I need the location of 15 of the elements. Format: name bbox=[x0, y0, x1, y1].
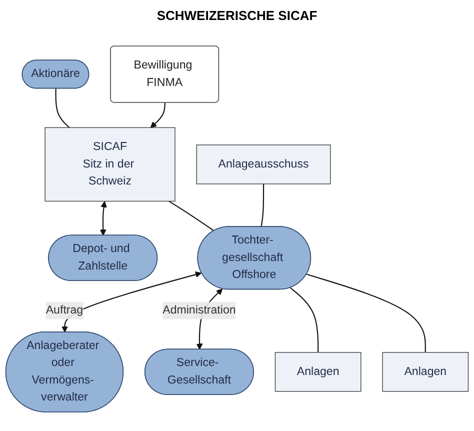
node-box: SICAF Sitz in der Schweiz bbox=[44, 127, 176, 202]
arrow bbox=[62, 271, 202, 332]
edge-label: Administration bbox=[162, 304, 236, 316]
node-box: Anlagen bbox=[274, 352, 362, 392]
arrow bbox=[150, 102, 166, 128]
edge-label: Auftrag bbox=[46, 304, 84, 316]
arrow bbox=[100, 201, 107, 236]
node-box: Anlageausschuss bbox=[196, 144, 331, 184]
connector bbox=[260, 184, 264, 227]
connector bbox=[168, 200, 214, 232]
connector bbox=[306, 274, 426, 352]
connector bbox=[290, 287, 319, 352]
connector bbox=[55, 88, 70, 128]
diagram-title: SCHWEIZERISCHE SICAF bbox=[156, 8, 318, 23]
node-box: Anlagen bbox=[382, 352, 469, 392]
